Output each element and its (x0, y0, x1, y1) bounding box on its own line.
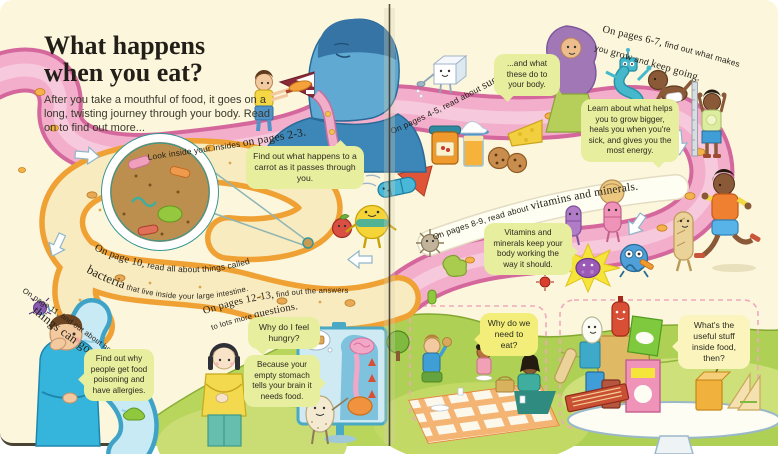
page-title-line1: What happens (44, 31, 206, 60)
page-title: What happens when you eat? (44, 32, 205, 86)
ketchup-bottle-character (611, 296, 630, 337)
cereal-box-green (626, 315, 664, 357)
speech-bubble-sugar-fat: ...and what these do to your body. (494, 54, 560, 96)
intro-text: After you take a mouthful of food, it go… (44, 94, 271, 135)
girl-thinking (201, 343, 247, 447)
speech-bubble-go-wrong: Find out why people get food poisoning a… (84, 349, 154, 401)
cereal-box-pink (625, 359, 661, 413)
flow-arrow-icon (347, 250, 373, 269)
speech-bubble-hungry-answer: Because your empty stomach tells your br… (244, 355, 320, 407)
body-diagram-screen (296, 322, 388, 443)
bacteria-magnifier (101, 133, 314, 251)
speech-bubble-grow: Learn about what helps you to grow bigge… (581, 99, 679, 162)
grocery-table (554, 296, 778, 454)
baguette-character (673, 211, 694, 272)
vitamin-c-characters (331, 204, 397, 249)
boy-feeding-carrot (254, 69, 313, 132)
speech-bubble-carrot: Find out what happens to a carrot as it … (246, 146, 364, 189)
speech-bubble-hungry-question: Why do I feel hungry? (248, 317, 320, 349)
bread-loaf (554, 348, 577, 384)
picnic-dad (421, 334, 452, 383)
running-boy (694, 168, 761, 272)
page-title-line2: when you eat? (44, 58, 203, 88)
ribbon-pages89 (418, 175, 688, 255)
blue-germ-character (619, 243, 654, 278)
superhero-pill-character (361, 163, 433, 198)
boy-measuring-height (691, 81, 727, 158)
diagram-arrows (368, 358, 376, 398)
speech-bubble-useful-stuff: What's the useful stuff inside food, the… (678, 315, 750, 369)
egg-character (579, 316, 603, 369)
juice-box (694, 363, 732, 411)
crawling-baby (647, 69, 693, 104)
speech-bubble-vitamins: Vitamins and minerals keep your body wor… (484, 223, 572, 275)
sugar-fat-foods (429, 119, 543, 174)
spaghetti-box (564, 383, 630, 413)
sandwich (726, 371, 761, 411)
speech-bubble-why-eat: Why do we need to eat? (480, 313, 538, 356)
bacteria-shapes (122, 155, 191, 236)
sugar-cube-character (416, 54, 468, 98)
intestine-speckles (78, 161, 322, 304)
